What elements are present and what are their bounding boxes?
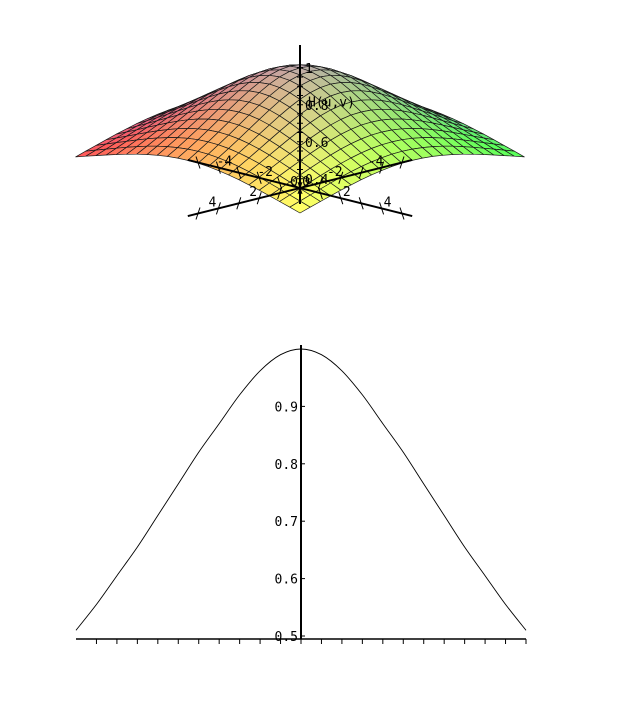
y-tick-label: 0.8 [275, 458, 298, 473]
u-tick-label: 4 [384, 195, 392, 210]
v-axis-tick [297, 181, 303, 195]
z-tick-label: 0.6 [305, 136, 328, 151]
v-axis-tick [256, 192, 262, 205]
u-axis-tick [379, 202, 385, 215]
v-tick-label: -4 [368, 155, 384, 170]
u-axis-tick [236, 166, 242, 179]
y-tick-label: 0.9 [275, 400, 298, 415]
v-tick-label: 2 [249, 185, 257, 200]
v-axis-tick [215, 202, 221, 215]
u-axis-tick [215, 161, 221, 174]
z-tick-label: 0.4 [305, 173, 329, 188]
u-tick-label: -2 [257, 165, 273, 180]
surface-patch [289, 200, 311, 214]
line-labels: 0.5 0.6 0.7 0.8 0.9 [275, 400, 298, 645]
u-axis-tick [277, 176, 283, 190]
v-axis-tick [236, 197, 242, 210]
u-axis-tick [317, 186, 323, 200]
v-axis-tick [195, 207, 201, 220]
v-axis-tick [277, 186, 283, 200]
line-axes [76, 345, 527, 644]
line-series [75, 348, 527, 631]
surface-labels: -4 -2 0 2 4 -4 -2 0 2 4 0.4 0.6 0.8 1H(u,v) [208, 62, 391, 211]
z-tick-label: 1 [305, 62, 313, 77]
u-tick-label: 2 [343, 185, 351, 200]
u-tick-label: -4 [217, 155, 233, 170]
y-tick-label: 0.7 [275, 515, 298, 530]
u-axis-tick [358, 197, 364, 210]
u-axis-tick [256, 171, 262, 184]
v-axis-tick [379, 161, 385, 174]
surface-mesh [75, 64, 525, 214]
u-tick-label: 0 [302, 175, 310, 190]
v-axis-tick [358, 166, 364, 179]
function-label: H(u,v) [308, 95, 355, 110]
v-tick-label: -2 [327, 165, 343, 180]
v-axis-tick [338, 171, 344, 184]
line-plot: 0.5 0.6 0.7 0.8 0.9 [75, 345, 527, 645]
surface-plot: -4 -2 0 2 4 -4 -2 0 2 4 0.4 0.6 0.8 1H(u,v) [75, 44, 525, 220]
v-tick-label: 0 [290, 175, 298, 190]
series-line [75, 348, 527, 631]
z-tick-label: 0.8 [305, 99, 328, 114]
v-tick-label: 4 [208, 195, 216, 210]
u-axis-tick [399, 207, 405, 220]
u-axis-tick [195, 156, 201, 169]
v-axis-tick [317, 176, 323, 190]
surface-axes [187, 44, 413, 220]
y-tick-label: 0.5 [275, 630, 298, 645]
y-tick-label: 0.6 [275, 573, 298, 588]
u-axis-tick [338, 192, 344, 205]
v-axis-tick [399, 156, 405, 169]
